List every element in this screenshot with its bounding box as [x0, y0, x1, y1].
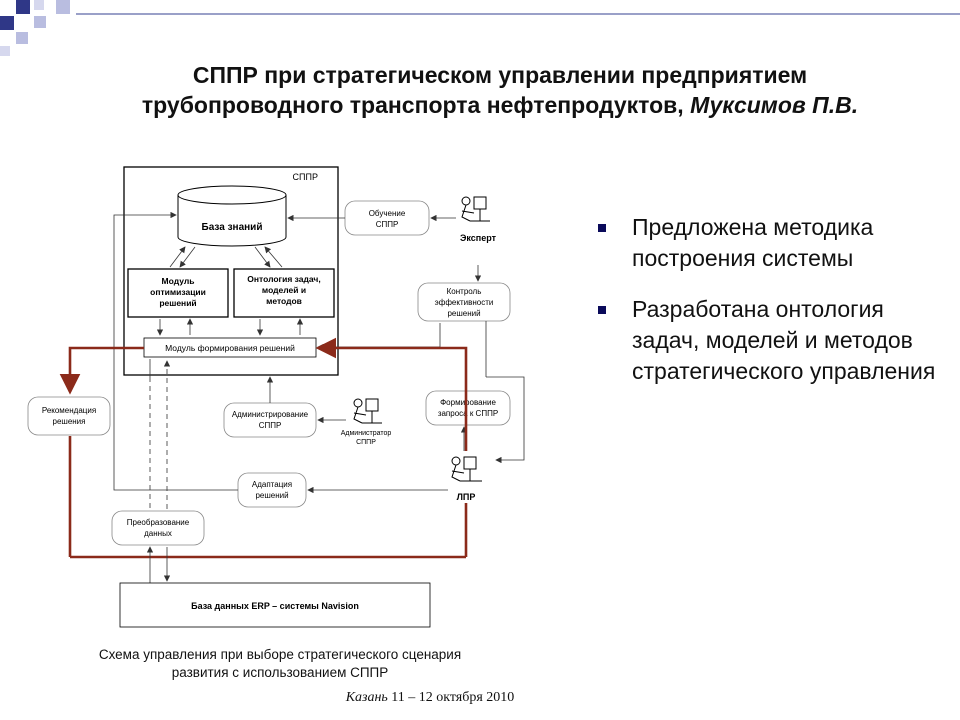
control-line-1: Контроль	[447, 287, 482, 296]
optimization-line-2: оптимизации	[150, 287, 206, 297]
slide-footer: Казань 11 – 12 октября 2010	[0, 690, 860, 706]
bullet-item: Разработана онтология задач, моделей и м…	[596, 294, 936, 387]
decision-module-label: Модуль формирования решений	[165, 343, 295, 353]
optimization-line-3: решений	[159, 298, 196, 308]
footer-city: Казань	[345, 690, 388, 705]
sppr-diagram: СППР База знаний Модуль оптимизации реше…	[27, 166, 525, 628]
query-line-2: запроса к СППР	[438, 409, 498, 418]
title-line-2-main: трубопроводного транспорта нефтепродукто…	[141, 92, 691, 118]
adaptation-line-2: решений	[255, 491, 288, 500]
expert-icon	[461, 196, 490, 222]
adaptation-box	[237, 472, 307, 508]
recommendation-line-2: решения	[53, 417, 86, 426]
top-rule	[76, 13, 960, 15]
expert-label: Эксперт	[460, 233, 497, 243]
footer-date: 11 – 12 октября 2010	[387, 690, 515, 705]
recommendation-line-1: Рекомендация	[42, 406, 96, 415]
transform-box	[111, 510, 205, 546]
title-line-2: трубопроводного транспорта нефтепродукто…	[60, 90, 940, 120]
knowledge-base: База знаний	[177, 185, 287, 247]
administration-box	[223, 402, 317, 438]
transform-line-2: данных	[144, 529, 172, 538]
query-box	[425, 390, 511, 426]
lpr-label: ЛПР	[457, 492, 476, 502]
bullet-item: Предложена методика построения системы	[596, 212, 936, 274]
knowledge-base-label: База знаний	[202, 222, 263, 233]
title-line-1: СППР при стратегическом управлении предп…	[192, 62, 808, 88]
recommendation-box	[27, 396, 111, 436]
bullet-square-icon	[598, 224, 606, 232]
diagram-caption: Схема управления при выборе стратегическ…	[30, 646, 530, 682]
optimization-line-1: Модуль	[162, 276, 195, 286]
caption-line-2: развития с использованием СППР	[171, 665, 389, 680]
bullet-list: Предложена методика построения системы Р…	[596, 212, 936, 407]
adaptation-line-1: Адаптация	[252, 480, 292, 489]
control-line-2: эффективности	[435, 298, 494, 307]
erp-database	[119, 582, 431, 628]
training-line-1: Обучение	[369, 209, 406, 218]
administration-line-1: Администрирование	[232, 410, 309, 419]
corner-decoration	[0, 0, 70, 56]
lpr-icon	[451, 456, 482, 482]
ontology-line-3: методов	[266, 296, 302, 306]
admin-icon	[353, 398, 382, 424]
admin-person-line-2: СППР	[356, 439, 376, 446]
control-box	[417, 282, 511, 322]
administration-line-2: СППР	[259, 421, 282, 430]
ontology-line-1: Онтология задач,	[247, 274, 320, 284]
bullet-text: Разработана онтология задач, моделей и м…	[632, 296, 936, 384]
query-line-1: Формирование	[440, 398, 496, 407]
ontology-line-2: моделей и	[262, 285, 306, 295]
admin-person-line-1: Администратор	[341, 430, 392, 437]
transform-line-1: Преобразование	[127, 518, 190, 527]
bullet-square-icon	[598, 306, 606, 314]
caption-line-1: Схема управления при выборе стратегическ…	[98, 647, 462, 662]
bullet-text: Предложена методика построения системы	[632, 214, 874, 271]
control-line-3: решений	[447, 309, 480, 318]
optimization-module	[127, 268, 229, 318]
erp-database-label: База данных ERP – системы Navision	[191, 601, 359, 611]
ontology-module	[233, 268, 335, 318]
training-line-2: СППР	[376, 220, 399, 229]
title-author: Муксимов П.В.	[690, 92, 859, 118]
sppr-label: СППР	[293, 172, 318, 182]
slide-title: СППР при стратегическом управлении предп…	[60, 60, 940, 120]
feedback-loop	[59, 337, 468, 559]
training-box	[344, 200, 430, 236]
